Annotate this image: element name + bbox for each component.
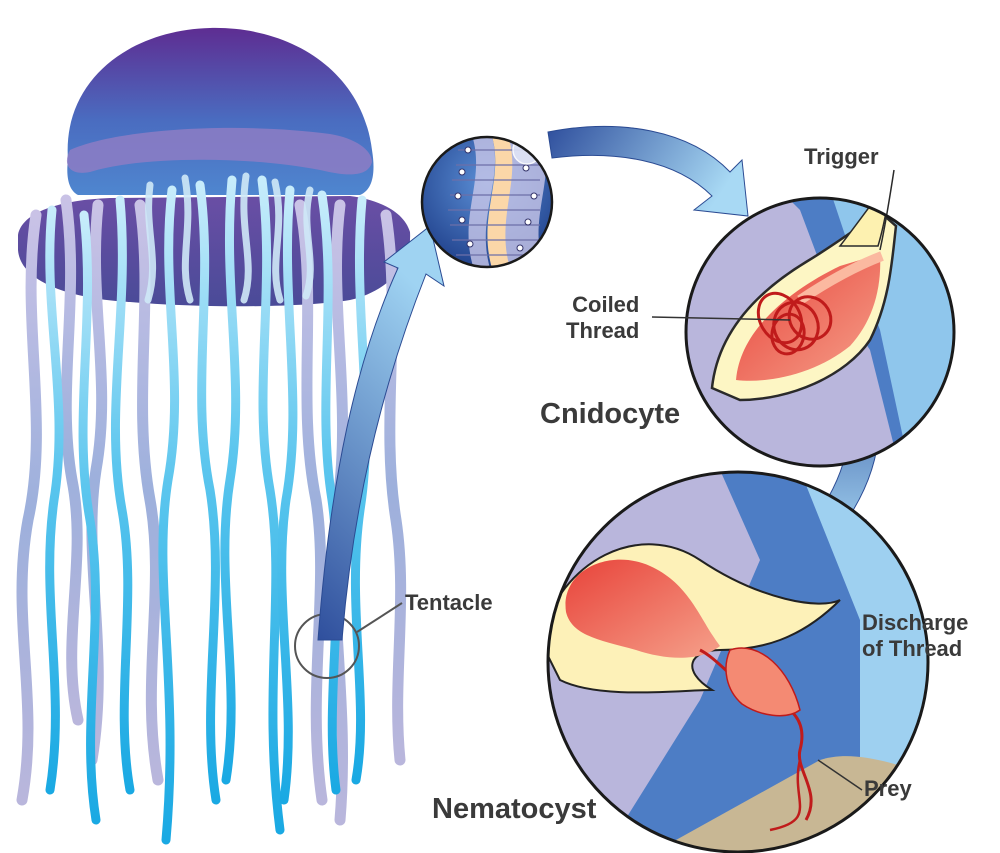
tentacle-label: Tentacle: [405, 590, 493, 616]
trigger-label: Trigger: [804, 144, 879, 170]
nematocyst-label: Nematocyst: [432, 792, 596, 826]
cnidocyte-label: Cnidocyte: [540, 397, 680, 431]
cnidocyte-circle: [652, 170, 990, 470]
discharge-label-line1: Discharge: [862, 610, 968, 636]
discharge-of-thread-label: Discharge of Thread: [862, 610, 968, 662]
coiled-thread-label-line1: Coiled: [566, 292, 639, 318]
discharge-label-line2: of Thread: [862, 636, 968, 662]
tentacle-zoom-circle: [422, 130, 552, 280]
arrow-zoom-to-cnidocyte: [548, 126, 748, 216]
coiled-thread-label-line2: Thread: [566, 318, 639, 344]
prey-label: Prey: [864, 776, 912, 802]
coiled-thread-label: Coiled Thread: [566, 292, 639, 344]
jellyfish-skirt: [18, 196, 410, 306]
